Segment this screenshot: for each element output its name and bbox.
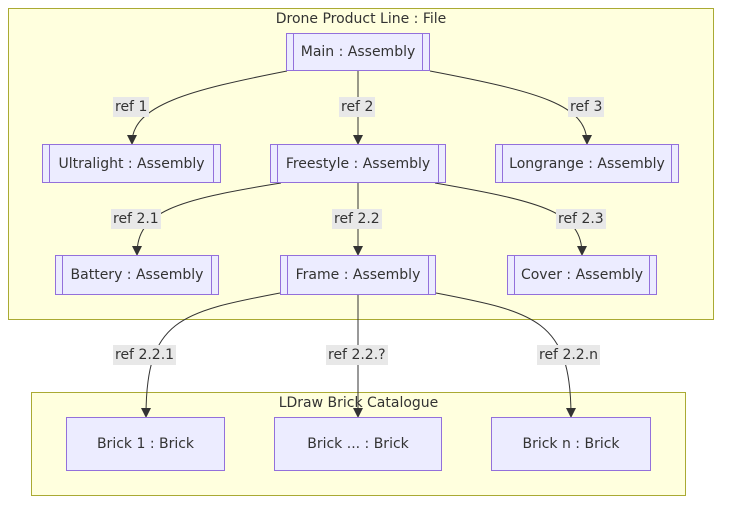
node-brick-n[interactable]: Brick n : Brick — [491, 417, 651, 471]
edge-label-ref-2-3: ref 2.3 — [556, 209, 606, 229]
edge-frame-brick1 — [141, 292, 281, 418]
edge-label-ref-2: ref 2 — [339, 97, 376, 117]
node-longrange-assembly[interactable]: Longrange : Assembly — [495, 144, 679, 183]
node-frame-assembly[interactable]: Frame : Assembly — [280, 255, 436, 295]
edge-label-ref-2-2-q: ref 2.2.? — [326, 345, 388, 365]
edge-freestyle-cover — [434, 182, 587, 256]
edge-label-ref-2-2: ref 2.2 — [332, 209, 382, 229]
node-freestyle-assembly[interactable]: Freestyle : Assembly — [270, 144, 446, 183]
edge-label-ref-2-2-n: ref 2.2.n — [537, 345, 601, 365]
edge-label-ref-3: ref 3 — [568, 97, 605, 117]
node-cover-assembly[interactable]: Cover : Assembly — [507, 255, 657, 295]
node-battery-assembly[interactable]: Battery : Assembly — [55, 255, 219, 295]
node-ultralight-assembly[interactable]: Ultralight : Assembly — [42, 144, 221, 183]
edge-label-ref-2-2-1: ref 2.2.1 — [113, 345, 177, 365]
edge-label-ref-1: ref 1 — [113, 97, 150, 117]
node-main-assembly[interactable]: Main : Assembly — [286, 33, 430, 71]
edge-freestyle-battery — [132, 182, 282, 256]
edge-main-ultralight — [127, 70, 288, 145]
edge-main-longrange — [429, 70, 592, 145]
node-brick-1[interactable]: Brick 1 : Brick — [66, 417, 225, 471]
cluster-title-drone-product-line: Drone Product Line : File — [275, 11, 447, 27]
edge-label-ref-2-1: ref 2.1 — [111, 209, 161, 229]
node-brick-dots[interactable]: Brick ... : Brick — [274, 417, 442, 471]
edge-frame-brickn — [435, 292, 576, 418]
